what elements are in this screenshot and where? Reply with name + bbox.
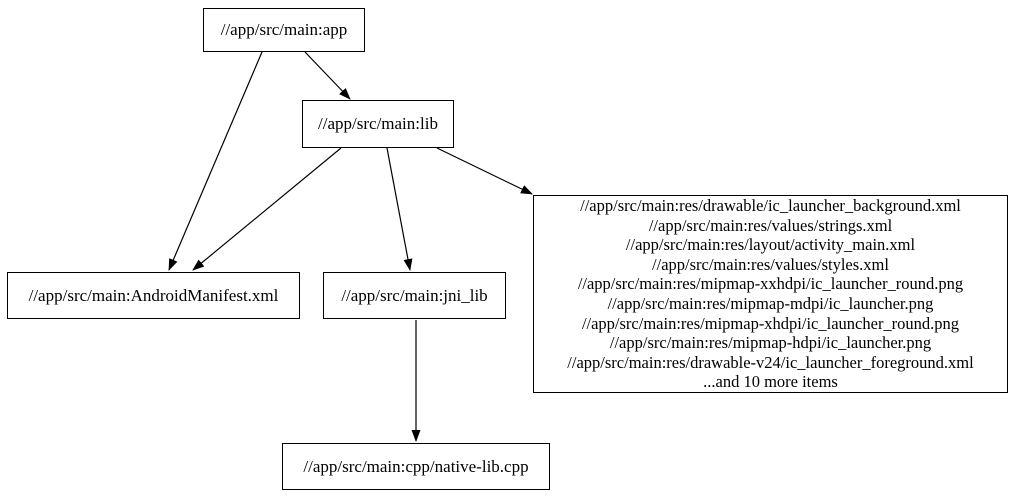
resource-line: //app/src/main:res/mipmap-xxhdpi/ic_laun…	[577, 274, 964, 294]
node-android-manifest-label: //app/src/main:AndroidManifest.xml	[28, 285, 279, 305]
node-resources: //app/src/main:res/drawable/ic_launcher_…	[533, 195, 1008, 393]
resource-line: //app/src/main:res/drawable/ic_launcher_…	[580, 196, 961, 216]
node-lib: //app/src/main:lib	[302, 100, 454, 148]
resource-line: //app/src/main:res/layout/activity_main.…	[625, 235, 916, 255]
edge-app-lib	[304, 51, 351, 100]
resource-line: //app/src/main:res/values/strings.xml	[648, 215, 893, 235]
resource-more-items: ...and 10 more items	[703, 372, 838, 392]
edge-lib-resources	[436, 147, 533, 195]
node-app-label: //app/src/main:app	[220, 20, 348, 39]
resource-line: //app/src/main:res/drawable-v24/ic_launc…	[567, 352, 974, 372]
resource-line: //app/src/main:res/values/styles.xml	[652, 254, 889, 274]
node-native-lib-cpp-label: //app/src/main:cpp/native-lib.cpp	[303, 456, 529, 476]
node-jni-lib: //app/src/main:jni_lib	[323, 272, 506, 319]
node-lib-label: //app/src/main:lib	[318, 114, 438, 133]
node-android-manifest: //app/src/main:AndroidManifest.xml	[7, 272, 300, 319]
edge-lib-manifest	[192, 147, 342, 271]
node-jni-lib-label: //app/src/main:jni_lib	[341, 285, 488, 305]
node-native-lib-cpp: //app/src/main:cpp/native-lib.cpp	[282, 443, 550, 490]
edge-app-manifest	[168, 51, 263, 271]
edge-lib-jnilib	[386, 147, 413, 271]
resource-line: //app/src/main:res/mipmap-xhdpi/ic_launc…	[581, 313, 960, 333]
node-app: //app/src/main:app	[203, 8, 365, 52]
resource-line: //app/src/main:res/mipmap-hdpi/ic_launch…	[609, 333, 932, 353]
resource-line: //app/src/main:res/mipmap-mdpi/ic_launch…	[607, 294, 934, 313]
